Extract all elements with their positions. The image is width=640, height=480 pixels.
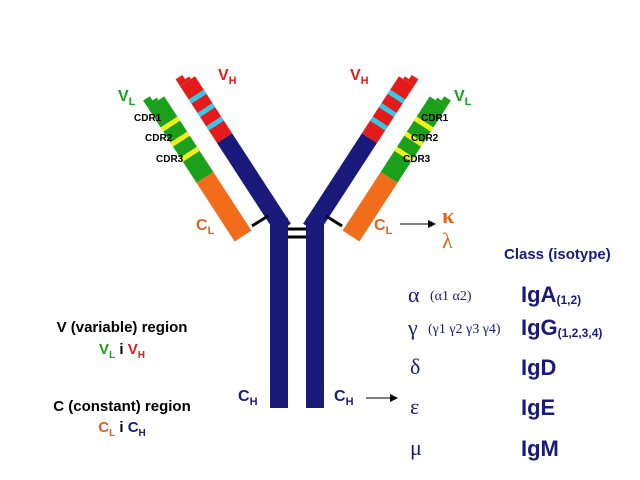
left-heavy-tip xyxy=(175,74,191,87)
label-vl-right: VL xyxy=(454,88,472,108)
arrow-light-chain-types-head xyxy=(428,220,436,228)
heavy-chain-stem-right xyxy=(306,218,324,408)
label-vh-left: VH xyxy=(218,67,237,87)
kappa-label: κ xyxy=(442,203,455,228)
right-light-constant xyxy=(342,171,398,242)
igd-label: IgD xyxy=(521,355,556,380)
right-light-cdr1 xyxy=(413,116,434,132)
epsilon-symbol: ε xyxy=(410,394,419,419)
igg-label: IgG(1,2,3,4) xyxy=(521,315,602,340)
alpha-symbol: α xyxy=(408,282,420,307)
label-cl-right: CL xyxy=(374,217,393,237)
left-heavy-chain-arm xyxy=(175,74,291,234)
isotype-row-iga: α (α1 α2) IgA(1,2) xyxy=(408,282,581,307)
arrow-heavy-chain-types-head xyxy=(390,394,398,402)
right-heavy-cdr1 xyxy=(387,89,406,104)
constant-region-parts: CL i CH xyxy=(98,419,146,439)
class-isotype-heading: Class (isotype) xyxy=(504,246,611,263)
alpha-subclasses: (α1 α2) xyxy=(430,289,472,304)
lambda-label: λ xyxy=(442,228,453,253)
cdr1-label-right: CDR1 xyxy=(421,113,449,124)
left-light-cdr2 xyxy=(170,131,190,147)
right-light-cdr3 xyxy=(394,146,414,162)
delta-symbol: δ xyxy=(410,354,420,379)
iga-label: IgA(1,2) xyxy=(521,282,581,307)
cdr3-label-left: CDR3 xyxy=(156,154,184,165)
label-ch-left: CH xyxy=(238,388,258,408)
isotype-row-igd: δ IgD xyxy=(410,354,556,380)
ige-label: IgE xyxy=(521,395,555,420)
mu-symbol: μ xyxy=(410,435,422,460)
right-heavy-constant xyxy=(303,133,378,234)
variable-region-parts: VL i VH xyxy=(99,341,145,361)
left-light-cdr1 xyxy=(160,116,181,132)
cdr2-label-left: CDR2 xyxy=(145,133,173,144)
right-heavy-chain-arm xyxy=(303,74,419,234)
heavy-chain-stem-left xyxy=(270,218,288,408)
isotype-row-igg: γ (γ1 γ2 γ3 γ4) IgG(1,2,3,4) xyxy=(407,315,602,340)
variable-region-title: V (variable) region xyxy=(57,319,188,336)
right-light-cdr2 xyxy=(404,131,424,147)
label-vl-left: VL xyxy=(118,88,136,108)
left-light-cdr3 xyxy=(180,146,200,162)
right-heavy-tip xyxy=(403,74,419,87)
label-ch-right: CH xyxy=(334,388,354,408)
cdr1-label-left: CDR1 xyxy=(134,113,162,124)
isotype-row-ige: ε IgE xyxy=(410,394,555,420)
right-heavy-cdr3 xyxy=(370,116,388,131)
label-vh-right: VH xyxy=(350,67,369,87)
left-heavy-cdr3 xyxy=(206,116,224,131)
label-cl-left: CL xyxy=(196,217,215,237)
constant-region-title: C (constant) region xyxy=(53,398,191,415)
disulfide-bond-right xyxy=(325,214,343,228)
disulfide-bond-left xyxy=(251,214,269,228)
igm-label: IgM xyxy=(521,436,559,461)
gamma-symbol: γ xyxy=(407,315,418,340)
right-heavy-cdr2 xyxy=(378,103,397,118)
cdr2-label-right: CDR2 xyxy=(411,133,439,144)
left-light-constant xyxy=(196,171,252,242)
left-heavy-cdr1 xyxy=(188,89,207,104)
cdr3-label-right: CDR3 xyxy=(403,154,431,165)
left-light-chain-arm xyxy=(143,96,252,242)
left-heavy-cdr2 xyxy=(197,103,216,118)
left-heavy-constant xyxy=(216,133,291,234)
isotype-row-igm: μ IgM xyxy=(410,435,559,461)
right-light-tip xyxy=(435,96,451,108)
gamma-subclasses: (γ1 γ2 γ3 γ4) xyxy=(428,322,501,337)
left-light-tip xyxy=(143,96,159,108)
right-light-chain-arm xyxy=(342,96,451,242)
